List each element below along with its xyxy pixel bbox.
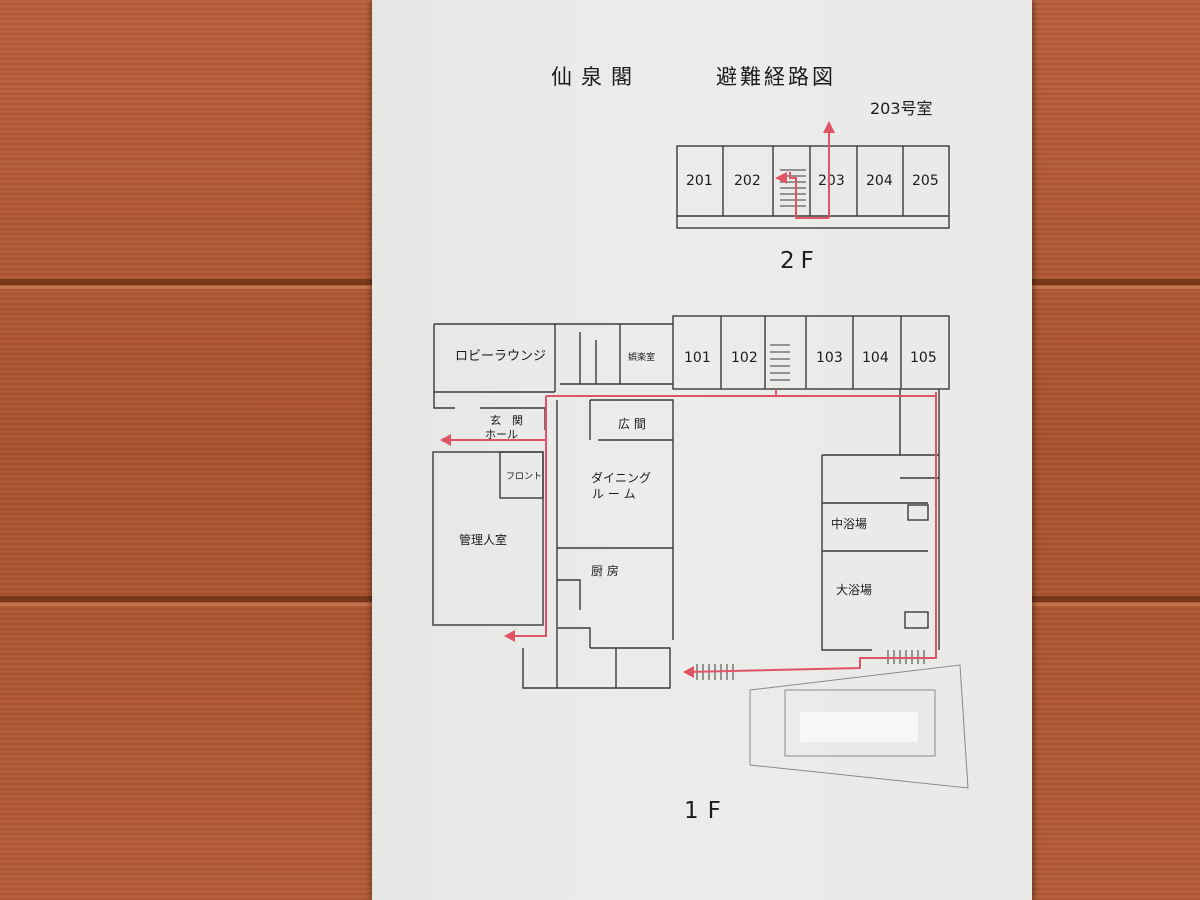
floor2-plan	[676, 145, 950, 229]
area-medium-bath: 中浴場	[831, 516, 867, 531]
room-201: 201	[686, 173, 713, 189]
area-manager: 管理人室	[459, 532, 507, 547]
floor1-plan	[432, 315, 969, 789]
room-105: 105	[910, 350, 937, 366]
room-205: 205	[912, 173, 939, 189]
title-name: 仙泉閣	[551, 65, 641, 89]
floor2-evacuation-route	[775, 121, 835, 219]
room-indicator: 203号室	[870, 99, 933, 118]
floor1-evacuation-route	[440, 389, 937, 678]
area-dining-line2: ル ー ム	[592, 487, 636, 501]
room-103: 103	[816, 350, 843, 366]
area-kitchen: 厨 房	[591, 563, 619, 578]
area-entrance-line1: 玄 関	[490, 413, 523, 427]
room-102: 102	[731, 350, 758, 366]
title-route: 避難経路図	[716, 65, 836, 89]
room-203: 203	[818, 173, 845, 189]
room-101: 101	[684, 350, 711, 366]
room-104: 104	[862, 350, 889, 366]
evacuation-map-board	[372, 0, 1032, 900]
room-204: 204	[866, 173, 893, 189]
area-lobby: ロビーラウンジ	[455, 349, 546, 364]
area-recreation: 娯楽室	[628, 351, 655, 363]
area-dining-line1: ダイニング	[591, 470, 651, 485]
room-202: 202	[734, 173, 761, 189]
floor1-label: 1F	[684, 798, 730, 824]
area-large-bath: 大浴場	[836, 583, 872, 597]
area-entrance-line2: ホール	[485, 428, 518, 441]
area-front: フロント	[506, 472, 542, 482]
floor2-label: 2F	[780, 248, 820, 274]
area-hiroma: 広 間	[618, 417, 646, 431]
